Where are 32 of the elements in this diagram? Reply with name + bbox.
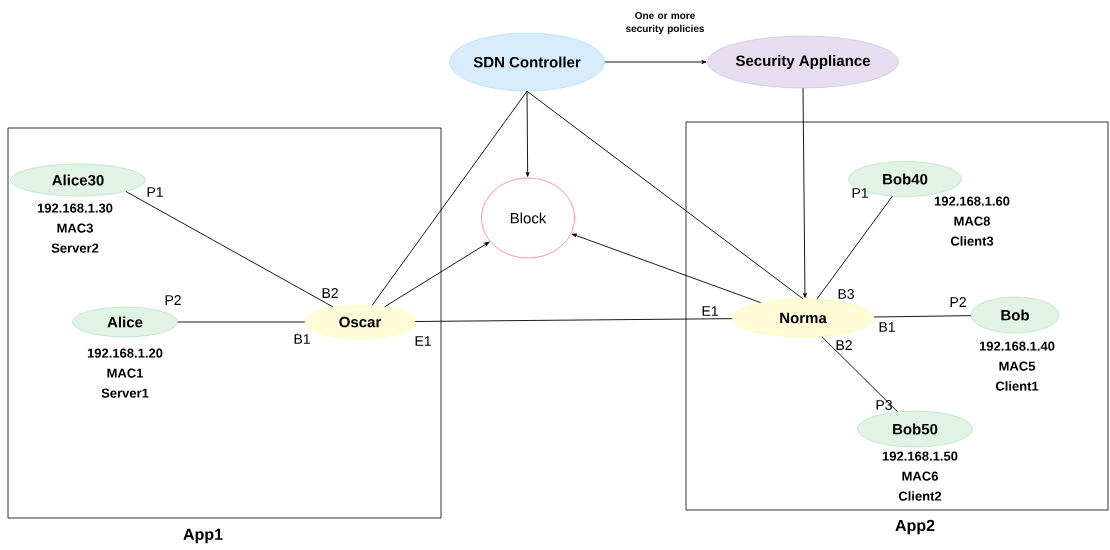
app-title: App2: [895, 519, 935, 535]
host-details: 192.168.1.20 MAC1 Server1: [87, 348, 163, 398]
connector: [802, 87, 807, 298]
connector: [177, 321, 306, 323]
connector: [125, 191, 334, 308]
host-details: 192.168.1.50 MAC6 Client2: [882, 451, 958, 501]
connector: [604, 60, 707, 64]
connector: [571, 233, 762, 304]
port-label: P2: [950, 297, 966, 307]
port-label: B3: [838, 289, 854, 299]
port-label: B1: [879, 322, 895, 332]
port-label: P1: [852, 188, 868, 198]
connector: [384, 241, 490, 308]
connector: [816, 195, 893, 300]
port-label: P2: [165, 295, 181, 305]
port-label: P3: [876, 400, 892, 410]
app-title: App1: [183, 528, 223, 544]
host-details: 192.168.1.40 MAC5 Client1: [979, 341, 1055, 391]
edge-label: One or more security policies: [625, 12, 705, 35]
connector: [873, 315, 972, 318]
port-label: P1: [147, 187, 163, 197]
port-label: B2: [836, 340, 852, 350]
connector: [525, 90, 530, 177]
host-details: 192.168.1.30 MAC3 Server2: [37, 203, 113, 253]
connector: [821, 336, 898, 413]
host-details: 192.168.1.60 MAC8 Client3: [934, 196, 1010, 246]
connector: [371, 90, 528, 306]
port-label: B2: [322, 288, 338, 298]
port-label: E1: [702, 306, 718, 316]
connector: [414, 318, 733, 322]
port-label: E1: [415, 336, 431, 346]
connector: [526, 90, 804, 300]
